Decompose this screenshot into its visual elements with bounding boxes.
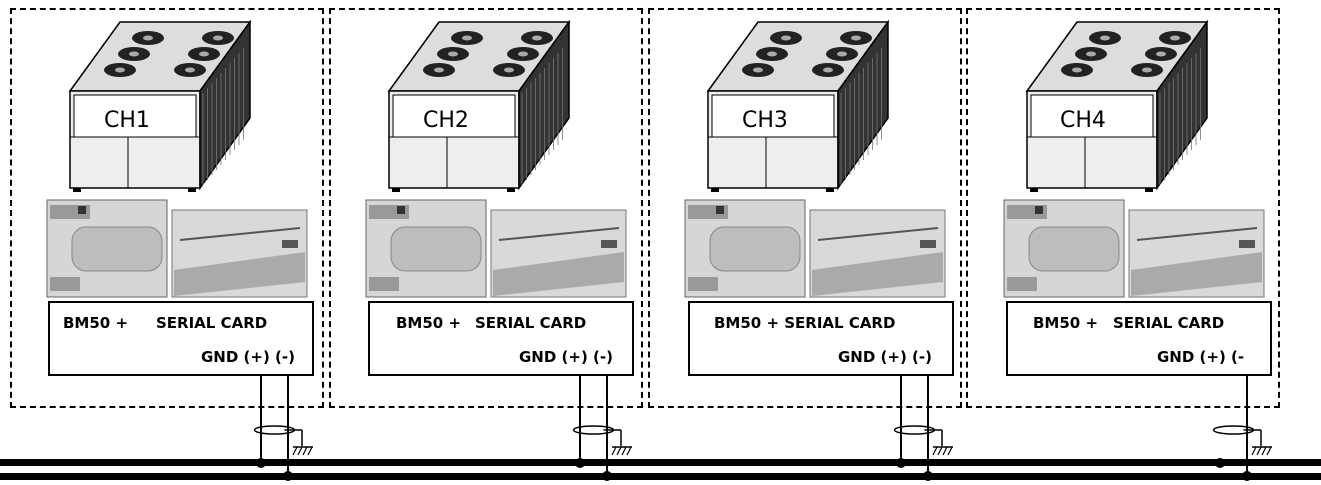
terminal-table-1 [48, 301, 314, 376]
ground-hatch [292, 446, 298, 456]
serial-card-label-2: SERIAL CARD [475, 314, 587, 332]
ground-hatch [1261, 446, 1267, 456]
terminals-label-2: GND (+) (-) [519, 348, 613, 366]
ground-hatch [1251, 446, 1257, 456]
serial-card-icon [1128, 209, 1265, 298]
ground-hatch [1266, 446, 1272, 456]
serial-card-icon [490, 209, 627, 298]
ground-hatch [947, 446, 953, 456]
ground-hatch [1256, 446, 1262, 456]
model-label-1: BM50 + [63, 314, 129, 332]
controller-board-icon [46, 199, 168, 298]
model-label-3: BM50 + SERIAL CARD [714, 314, 896, 332]
ground-hatch [621, 446, 627, 456]
chiller-label-3: CH3 [742, 108, 788, 133]
terminals-label-4: GND (+) (- [1157, 348, 1245, 366]
chiller-panel-3 [648, 8, 962, 408]
chiller-unit-icon [68, 19, 252, 192]
ground-hatch [307, 446, 313, 456]
chiller-unit-icon [1025, 19, 1209, 192]
controller-board-icon [684, 199, 806, 298]
terminals-label-3: GND (+) (-) [838, 348, 932, 366]
terminals-label-1: GND (+) (-) [201, 348, 295, 366]
ground-hatch [616, 446, 622, 456]
ground-hatch [626, 446, 632, 456]
ground-hatch [302, 446, 308, 456]
bus-line-positive [0, 459, 1321, 466]
chiller-label-2: CH2 [423, 108, 469, 133]
serial-card-label-4: SERIAL CARD [1113, 314, 1225, 332]
terminal-table-3 [688, 301, 954, 376]
chiller-panel-2 [329, 8, 643, 408]
ground-hatch [611, 446, 617, 456]
model-label-4: BM50 + [1033, 314, 1099, 332]
model-label-2: BM50 + [396, 314, 462, 332]
terminal-table-2 [368, 301, 634, 376]
ground-hatch [932, 446, 938, 456]
serial-card-label-1: SERIAL CARD [156, 314, 268, 332]
chiller-unit-icon [387, 19, 571, 192]
ground-hatch [942, 446, 948, 456]
chiller-label-1: CH1 [104, 108, 150, 133]
chiller-panel-4 [966, 8, 1280, 408]
chiller-label-4: CH4 [1060, 108, 1106, 133]
serial-card-icon [171, 209, 308, 298]
terminal-table-4 [1006, 301, 1272, 376]
serial-card-icon [809, 209, 946, 298]
controller-board-icon [365, 199, 487, 298]
controller-board-icon [1003, 199, 1125, 298]
ground-hatch [297, 446, 303, 456]
bus-line-negative [0, 473, 1321, 480]
ground-hatch [937, 446, 943, 456]
chiller-panel-1 [10, 8, 324, 408]
chiller-unit-icon [706, 19, 890, 192]
